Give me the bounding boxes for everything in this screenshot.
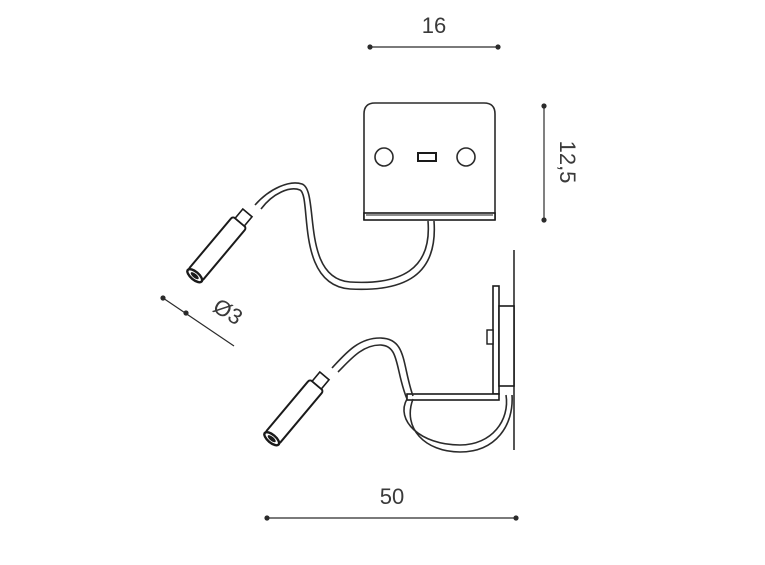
lamp-head-front <box>186 207 254 284</box>
side-view-lamp <box>263 250 515 453</box>
dimension-width-top: 16 <box>367 13 501 50</box>
dimension-diameter: Ø3 <box>160 293 247 347</box>
dimension-length-bottom: 50 <box>264 484 519 521</box>
screw-left-icon <box>374 147 394 167</box>
dimension-length-label: 50 <box>380 484 404 509</box>
front-view-lamp <box>186 102 496 291</box>
dimension-height-label: 12,5 <box>555 141 580 184</box>
screw-right-icon <box>456 147 476 167</box>
dimension-height-right: 12,5 <box>541 103 580 223</box>
switch-icon <box>417 152 437 162</box>
dimension-diameter-label: Ø3 <box>209 293 247 330</box>
lamp-head-side <box>263 370 331 447</box>
dimension-width-label: 16 <box>422 13 446 38</box>
